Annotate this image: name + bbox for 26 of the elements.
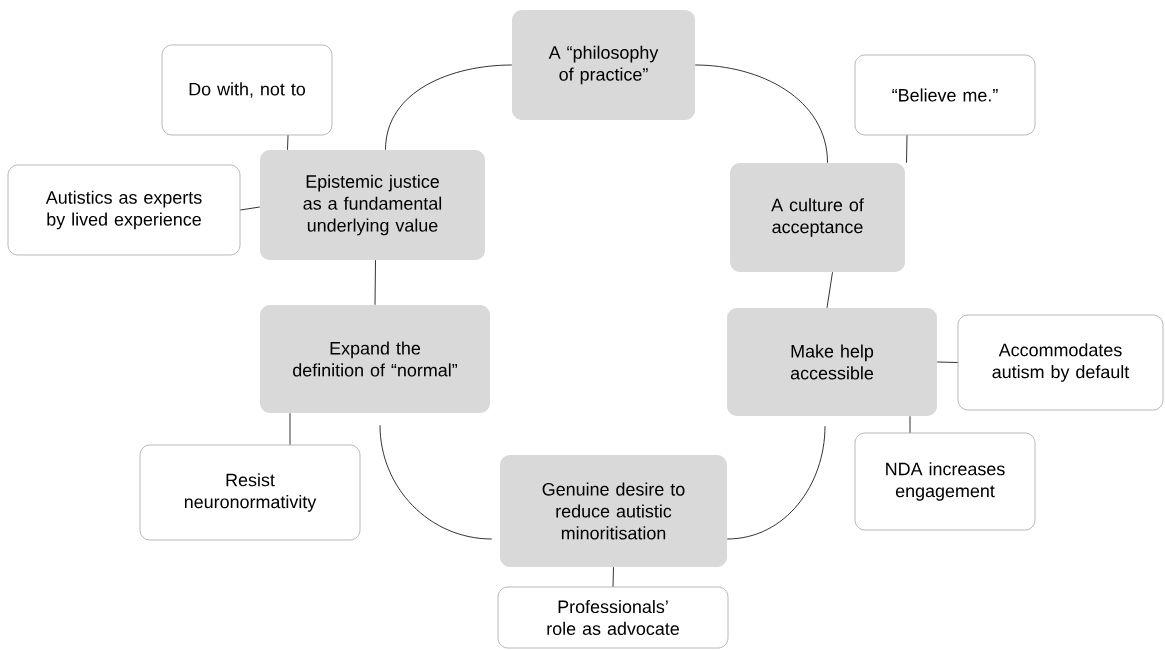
subtheme-box: Accommodates autism by default	[957, 314, 1164, 411]
subtheme-box: “Believe me.”	[854, 54, 1036, 136]
connector-line	[909, 415, 911, 433]
connector-line	[906, 135, 908, 164]
connector-line	[385, 64, 513, 151]
connector-line	[240, 206, 261, 211]
subtheme-box: Do with, not to	[161, 44, 333, 136]
subtheme-box: Professionals’ role as advocate	[497, 586, 729, 649]
connector-line	[287, 135, 289, 151]
connector-line	[694, 64, 828, 164]
theme-box: Genuine desire to reduce autistic minoritisation	[500, 455, 727, 567]
theme-box: Epistemic justice as a fundamental underlying value	[260, 150, 485, 260]
subtheme-box: Resist neuronormativity	[139, 444, 361, 541]
connector-line	[826, 271, 833, 309]
connector-line	[726, 425, 826, 540]
connector-line	[289, 412, 291, 445]
subtheme-box: NDA increases engagement	[854, 432, 1036, 531]
connector-line	[612, 566, 614, 587]
subtheme-box: Autistics as experts by lived experience	[7, 164, 241, 256]
connector-line	[379, 424, 493, 540]
theme-box: Expand the definition of “normal”	[260, 305, 490, 413]
theme-box: A culture of acceptance	[730, 163, 905, 272]
theme-box: Make help accessible	[727, 308, 937, 416]
theme-box: A “philosophy of practice”	[512, 10, 695, 120]
connector-line	[374, 259, 376, 306]
connector-line	[936, 361, 958, 363]
